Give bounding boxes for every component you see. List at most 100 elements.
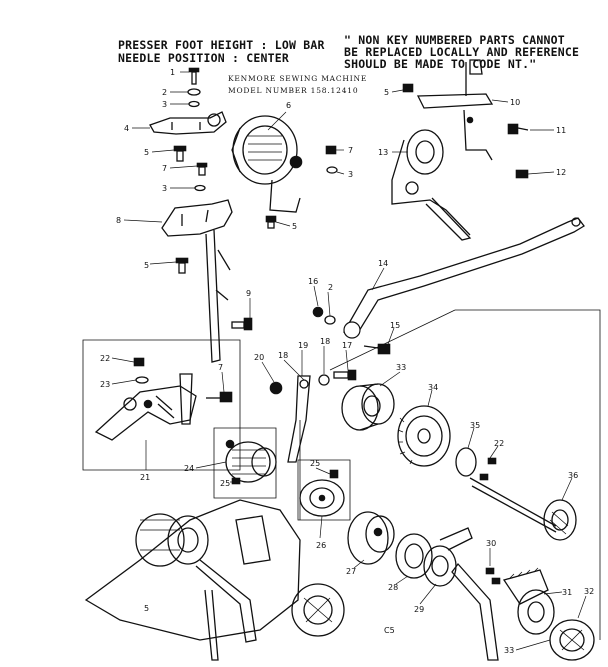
cam-part-27	[347, 511, 395, 565]
screw-part-25b	[329, 469, 339, 479]
callout-17: 17	[342, 341, 352, 350]
callout-32: 32	[584, 587, 594, 596]
washer-part-3b	[194, 184, 206, 192]
callout-28: 28	[388, 583, 398, 592]
callout-26: 26	[316, 541, 326, 550]
washer-part-23a	[135, 376, 149, 384]
bracket-part-4	[149, 111, 227, 135]
washer-part-2b	[324, 315, 336, 325]
callout-34: 34	[428, 383, 438, 392]
screw-part-17	[333, 369, 357, 381]
callout-29: 29	[414, 605, 424, 614]
callout-4: 4	[124, 124, 129, 133]
notice-line-2: BE REPLACED LOCALLY AND REFERENCE	[344, 45, 580, 59]
callout-3c: 3	[348, 170, 353, 179]
callout-19: 19	[298, 341, 308, 350]
bracket-part-21	[94, 373, 197, 441]
screw-part-11	[507, 123, 529, 135]
callout-2b: 2	[328, 283, 333, 292]
washer-part-3c	[326, 166, 338, 174]
lever-part-32	[451, 562, 555, 661]
presser-foot-height-text: PRESSER FOOT HEIGHT : LOW BAR	[118, 38, 325, 52]
callout-36: 36	[568, 471, 578, 480]
rod-part-8	[205, 229, 231, 363]
washer-part-3	[188, 100, 200, 108]
lever-part-10	[416, 59, 494, 161]
bobbin-winder-box	[213, 427, 277, 499]
bobbin-winder-part-24	[225, 439, 277, 483]
cam-lever-part-13	[391, 129, 472, 241]
cam-lever-part	[439, 527, 473, 551]
cam-stack-box	[297, 459, 351, 521]
callout-11: 11	[556, 126, 566, 135]
callout-20: 20	[254, 353, 264, 362]
screw-part-15	[363, 343, 391, 355]
callout-24: 24	[184, 464, 194, 473]
notice-line-1: " NON KEY NUMBERED PARTS CANNOT	[344, 33, 565, 47]
callout-33a: 33	[396, 363, 406, 372]
gear-part-31	[502, 567, 549, 605]
link-part-19	[287, 375, 311, 463]
screw-part-5d	[402, 83, 414, 93]
callout-5d: 5	[384, 88, 389, 97]
callout-21: 21	[140, 473, 150, 482]
callout-25b: 25	[310, 459, 320, 468]
callout-leaders	[111, 71, 587, 651]
callout-15: 15	[390, 321, 400, 330]
base-housing-outline	[299, 309, 601, 640]
screw-part-7c	[206, 391, 233, 403]
callout-27: 27	[346, 567, 356, 576]
screw-part-5b	[175, 257, 189, 274]
spool-part-33	[341, 383, 395, 431]
screw-part-12	[515, 169, 529, 179]
shaft-part-36	[469, 477, 577, 541]
callout-5a: 5	[144, 148, 149, 157]
callout-31: 31	[562, 588, 572, 597]
nut-part-16	[312, 306, 324, 318]
callout-16: 16	[308, 277, 318, 286]
needle-position-text: NEEDLE POSITION : CENTER	[118, 51, 289, 65]
screw-part-25a	[231, 477, 241, 485]
screw-part-30	[485, 567, 501, 585]
callout-labels: 1 2 3 4 5 5 6 7 3 7 3 8 5 5 9 2 16 14 15…	[100, 68, 594, 655]
main-frame-assembly	[84, 499, 345, 661]
callout-1: 1	[170, 68, 175, 77]
screw-part-1	[188, 67, 200, 85]
callout-22b: 22	[494, 439, 504, 448]
callout-5c: 5	[292, 222, 297, 231]
callout-18a: 18	[278, 351, 288, 360]
callout-5e: 5	[144, 604, 149, 613]
nut-part-20	[269, 381, 283, 395]
callout-22a: 22	[100, 354, 110, 363]
screw-part-7b	[325, 145, 337, 155]
callout-10: 10	[510, 98, 520, 107]
screw-part-22a	[133, 357, 145, 367]
washer-part-18	[299, 374, 330, 389]
page-code-label: C5	[384, 626, 395, 635]
callout-6: 6	[286, 101, 291, 110]
disc-part-35	[455, 447, 477, 477]
model-number-text: MODEL NUMBER 158.12410	[228, 86, 359, 95]
screw-part-5a	[173, 145, 187, 162]
callout-7c: 7	[218, 363, 223, 372]
callout-3: 3	[162, 100, 167, 109]
callout-5b: 5	[144, 261, 149, 270]
tension-assembly-part-6	[231, 115, 303, 213]
callout-13: 13	[378, 148, 388, 157]
callout-18b: 18	[320, 337, 330, 346]
callout-35: 35	[470, 421, 480, 430]
brand-text: KENMORE SEWING MACHINE	[228, 74, 368, 83]
screw-part-9	[231, 317, 253, 331]
callout-7a: 7	[162, 164, 167, 173]
plate-part-8	[161, 199, 233, 237]
callout-9: 9	[246, 289, 251, 298]
callout-3b: 3	[162, 184, 167, 193]
callout-2: 2	[162, 88, 167, 97]
callout-8: 8	[116, 216, 121, 225]
cam-part-26	[299, 479, 345, 517]
arm-part-14	[343, 217, 585, 337]
gear-part-34	[397, 405, 451, 467]
cam-part-29	[423, 545, 457, 587]
screw-part-7a	[196, 162, 208, 176]
